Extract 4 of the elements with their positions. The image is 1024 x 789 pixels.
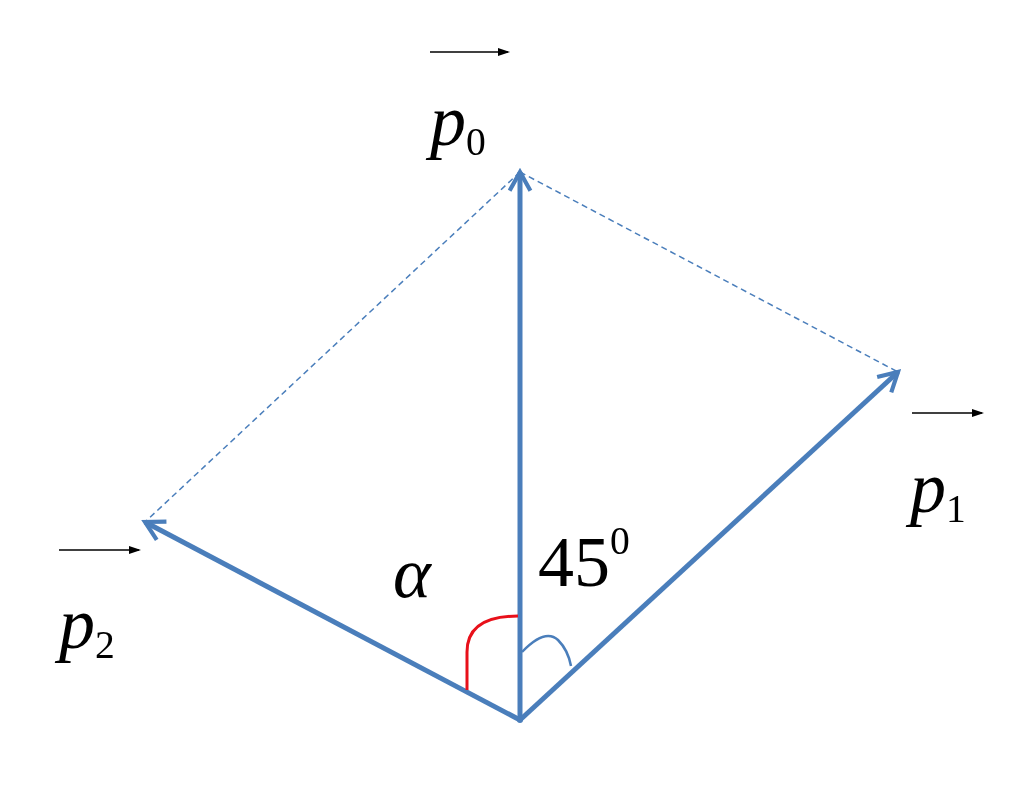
arrow: [507, 169, 533, 720]
angle-label: α: [393, 537, 431, 609]
angle-label: 45$^{0}$: [538, 522, 630, 598]
dashed-line: [519, 171, 899, 373]
